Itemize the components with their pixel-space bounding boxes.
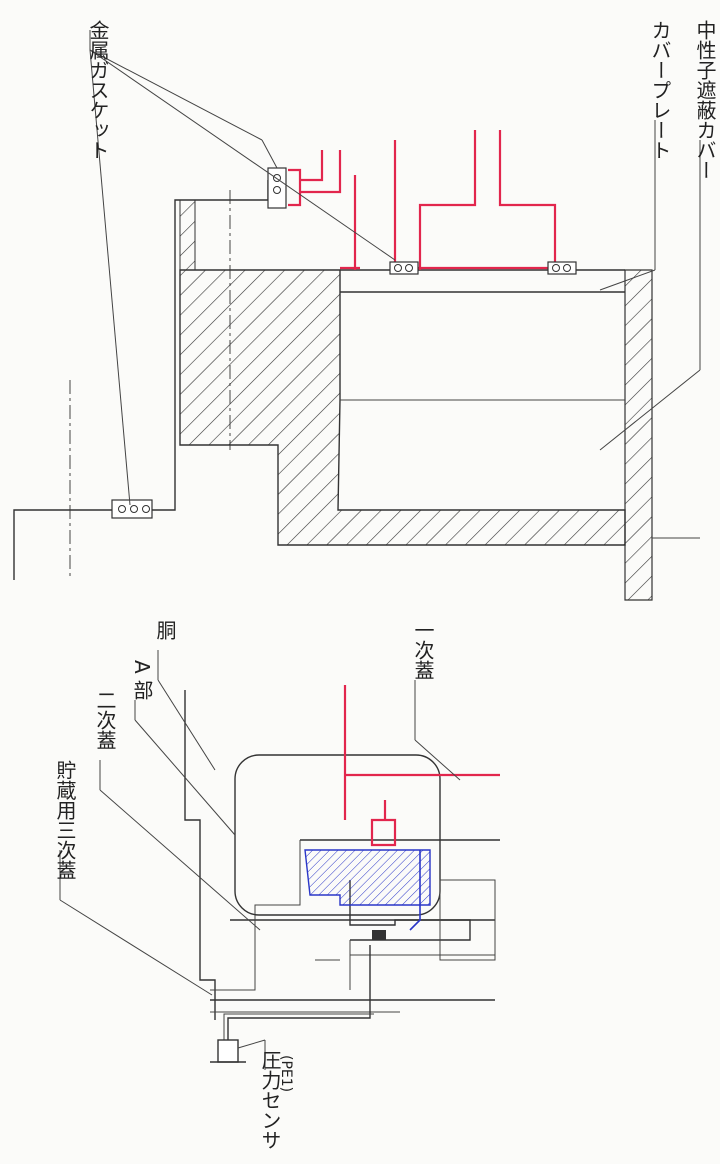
shield-blue-edge: [409, 850, 421, 931]
label-pressure-sensor: 圧力センサ: [258, 1050, 282, 1150]
gasket-ring: [389, 261, 419, 275]
primary-lid-red: [343, 685, 500, 847]
label-primary-lid: 一次蓋: [411, 620, 435, 680]
gasket-ring: [267, 167, 287, 209]
right-wall-hatched: [624, 269, 653, 601]
leader-line: [59, 899, 213, 996]
leader-line: [599, 269, 656, 291]
support-lines: [315, 940, 495, 990]
body-wall-hatched: [179, 269, 626, 546]
label-cover-plate: カバープレート: [648, 20, 672, 160]
label-storage-tertiary-lid: 貯蔵用三次蓋: [53, 760, 77, 880]
lid-flange-hatched: [179, 199, 196, 271]
body-outline: [184, 690, 216, 1020]
gasket-ring: [111, 499, 153, 519]
overview-view: [59, 650, 500, 1070]
leader-line: [414, 739, 461, 781]
primary-lid-stem: [353, 140, 397, 270]
primary-lid-flange: [418, 130, 557, 270]
pressure-pipe: [227, 945, 371, 1040]
lower-block: [349, 880, 471, 941]
shield-blue: [304, 849, 431, 906]
leader-line: [599, 369, 701, 451]
lid-steps: [210, 840, 400, 1013]
leader-line: [157, 679, 216, 771]
pressure-pipe-2: [223, 1013, 374, 1040]
label-metal-gasket: 金属ガスケット: [86, 20, 110, 160]
label-pressure-sensor-tag: (PE1): [278, 1055, 294, 1092]
leader-line: [237, 1039, 266, 1049]
leader-line: [261, 139, 278, 169]
leader-line: [134, 719, 236, 836]
leader-line: [99, 789, 261, 931]
detail-view: [13, 30, 701, 601]
red-gasket-edge: [288, 168, 302, 207]
leader-line: [89, 49, 131, 506]
label-neutron-shield-cover: 中性子遮蔽カバー: [693, 20, 717, 180]
label-part-a: A 部: [130, 660, 154, 700]
leader-line: [89, 49, 263, 141]
gasket-ring: [547, 261, 577, 275]
red-top-lid: [300, 150, 342, 194]
pressure-sensor-body: [217, 1039, 239, 1063]
valve: [372, 930, 386, 940]
lower-plate: [439, 879, 496, 961]
leader-line: [89, 49, 396, 261]
label-secondary-lid: 二次蓋: [93, 690, 117, 750]
label-body: 胴: [153, 620, 177, 640]
